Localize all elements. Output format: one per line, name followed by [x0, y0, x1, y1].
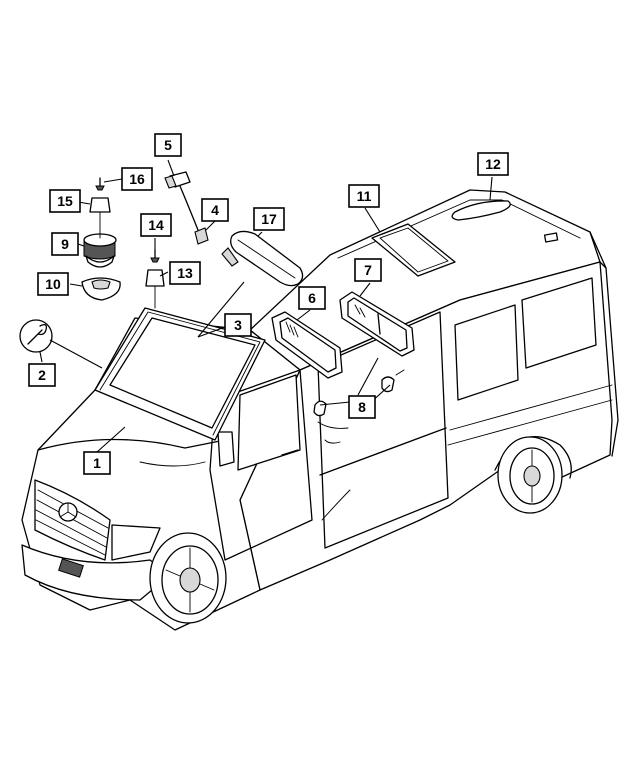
callout-6: 6: [298, 286, 326, 310]
front-door-handle: [281, 449, 299, 456]
grille-slats: [35, 489, 109, 556]
callout-13: 13: [169, 261, 201, 285]
svg-text:10: 10: [45, 276, 61, 292]
svg-text:8: 8: [358, 399, 366, 415]
svg-text:3: 3: [234, 317, 242, 333]
front-door: [209, 369, 313, 561]
headlight: [111, 524, 161, 561]
rear-roof-glass: [451, 200, 511, 221]
side-vent-window-part: [339, 291, 415, 357]
callout-5: 5: [154, 133, 182, 157]
rain-sensor-part: [164, 171, 199, 231]
rearview-mirror-part: [221, 230, 304, 287]
svg-text:12: 12: [485, 156, 501, 172]
callout-10: 10: [37, 272, 69, 296]
side-window-2: [521, 277, 597, 369]
callout-1: 1: [83, 451, 111, 475]
callout-8: 8: [348, 395, 376, 419]
svg-text:17: 17: [261, 211, 277, 227]
svg-text:1: 1: [93, 455, 101, 471]
windshield: [94, 307, 266, 441]
svg-text:6: 6: [308, 290, 316, 306]
callout-17: 17: [253, 207, 285, 231]
callout-11: 11: [348, 184, 380, 208]
rear-wheel: [494, 436, 572, 514]
clip-and-pin-parts-2: [145, 249, 165, 309]
side-mirror: [217, 431, 235, 467]
callout-7: 7: [354, 258, 382, 282]
callout-2: 2: [28, 363, 56, 387]
callout-12: 12: [477, 152, 509, 176]
svg-text:13: 13: [177, 265, 193, 281]
side-window-1: [454, 304, 519, 401]
roof-hatch-glass: [371, 223, 456, 277]
callout-9: 9: [51, 232, 79, 256]
wrench-icon: [19, 319, 53, 353]
van-rear-edge: [589, 231, 619, 457]
side-sliding-window-part: [271, 311, 343, 379]
front-wheel: [149, 532, 227, 624]
callout-15: 15: [49, 189, 81, 213]
callout-16: 16: [121, 167, 153, 191]
svg-text:14: 14: [148, 217, 164, 233]
svg-text:4: 4: [211, 202, 219, 218]
svg-text:7: 7: [364, 262, 372, 278]
svg-text:11: 11: [357, 188, 372, 204]
svg-text:9: 9: [61, 236, 69, 252]
callout-4: 4: [201, 198, 229, 222]
front-door-window: [237, 374, 301, 471]
license-plate: [58, 558, 84, 578]
sensor-housing-part: [83, 233, 117, 268]
svg-text:15: 15: [57, 193, 73, 209]
callout-3: 3: [224, 313, 252, 337]
sensor-cover-part: [81, 277, 121, 301]
mirror-mount-pad: [194, 227, 209, 245]
svg-text:16: 16: [129, 171, 145, 187]
svg-text:5: 5: [164, 137, 172, 153]
callout-14: 14: [140, 213, 172, 237]
van-hood: [37, 438, 226, 451]
clip-and-pin-parts: [89, 177, 111, 239]
svg-text:2: 2: [38, 367, 46, 383]
